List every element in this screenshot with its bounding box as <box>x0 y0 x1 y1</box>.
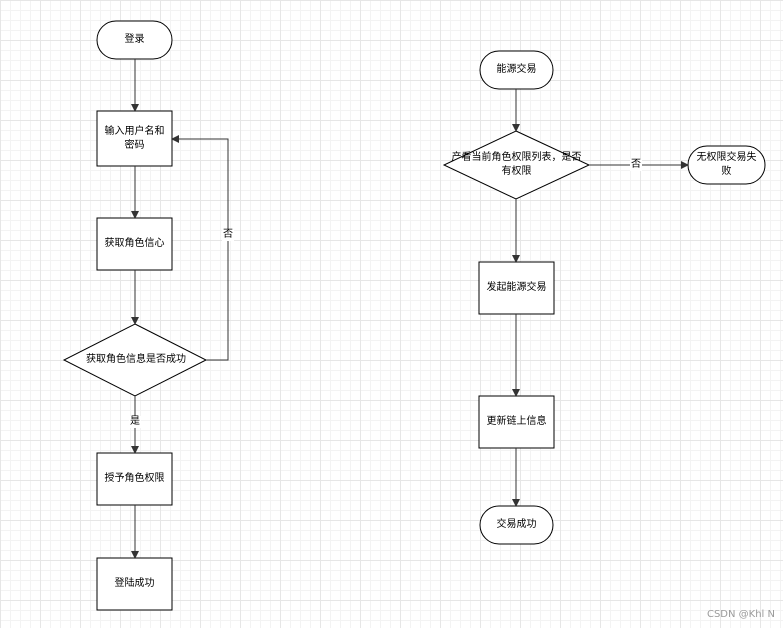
grant-role-label: 授予角色权限 <box>104 473 165 484</box>
update-chain-box <box>478 395 555 449</box>
role-success-decision-label: 获取角色信息是否成功 <box>86 354 186 365</box>
no-edge-label-right: 否 <box>630 159 642 171</box>
login-success-box <box>96 557 173 611</box>
initiate-trade-box <box>478 261 555 315</box>
trade-success-label: 交易成功 <box>496 519 537 530</box>
login-start-label: 登录 <box>124 34 145 45</box>
energy-trade-start-label: 能源交易 <box>496 64 537 75</box>
update-chain-label: 更新链上信息 <box>486 416 547 427</box>
permission-check-label: 产看当前角色权限列表，是否有权限 <box>451 152 582 177</box>
csdn-watermark: CSDN @Khl N <box>706 609 775 620</box>
no-edge-label-left: 否 <box>222 229 234 241</box>
edge-decision-no-loop <box>171 135 229 361</box>
get-role-label: 获取角色信心 <box>104 238 165 249</box>
grant-role-box <box>96 452 173 506</box>
input-credentials-label: 输入用户名和密码 <box>104 125 165 151</box>
login-success-label: 登陆成功 <box>114 578 155 589</box>
input-credentials-box <box>96 110 173 167</box>
trade-fail-label: 无权限交易失败 <box>696 152 757 177</box>
initiate-trade-label: 发起能源交易 <box>486 282 547 293</box>
yes-edge-label: 是 <box>129 416 141 428</box>
